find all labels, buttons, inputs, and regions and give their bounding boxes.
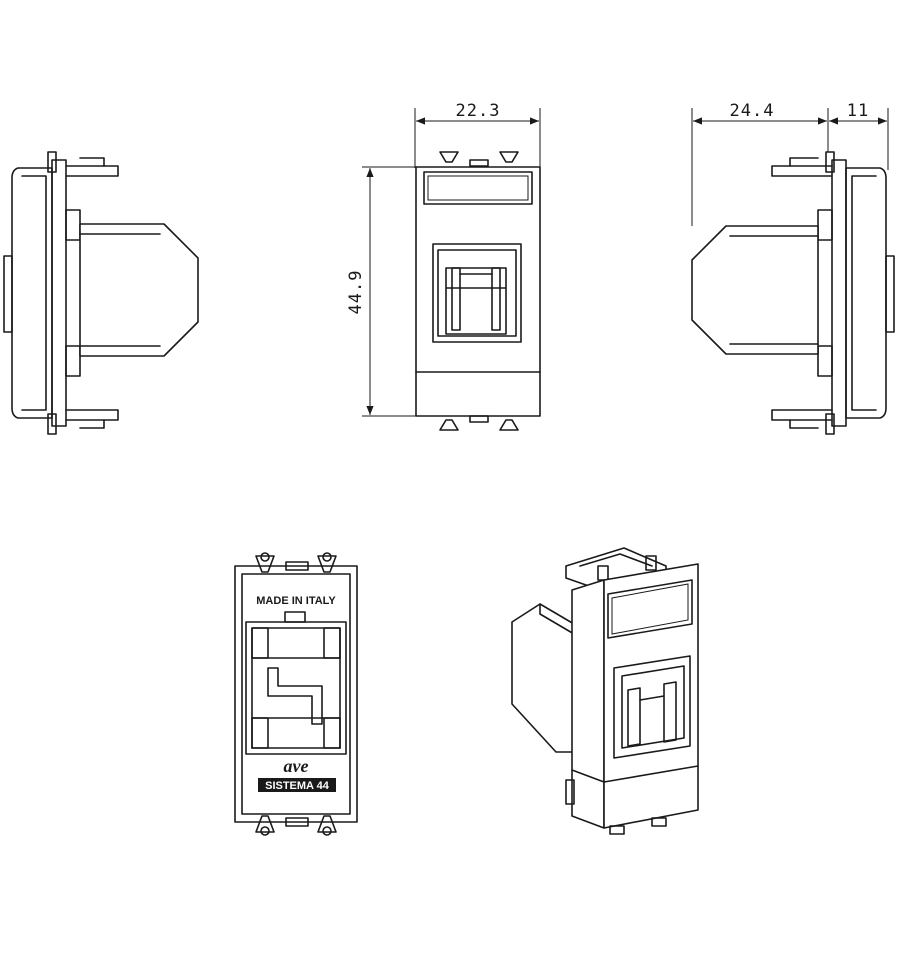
dim-frame-label: 11 xyxy=(847,101,869,121)
left-side-view xyxy=(3,151,199,435)
series-badge xyxy=(258,778,336,792)
right-side-view: 24.4 11 xyxy=(691,101,895,435)
front-view: 22.3 44.9 xyxy=(346,101,541,431)
perspective-view xyxy=(511,547,699,835)
dim-depth-label: 24.4 xyxy=(730,101,775,121)
dim-width-label: 22.3 xyxy=(456,101,501,121)
rear-view: MADE IN ITALY ave SISTEMA 44 xyxy=(234,552,358,836)
series-label: SISTEMA 44 xyxy=(265,780,330,792)
brand-logo: ave xyxy=(284,756,309,776)
dim-height-label: 44.9 xyxy=(346,270,366,315)
made-in-italy-label: MADE IN ITALY xyxy=(256,595,336,607)
